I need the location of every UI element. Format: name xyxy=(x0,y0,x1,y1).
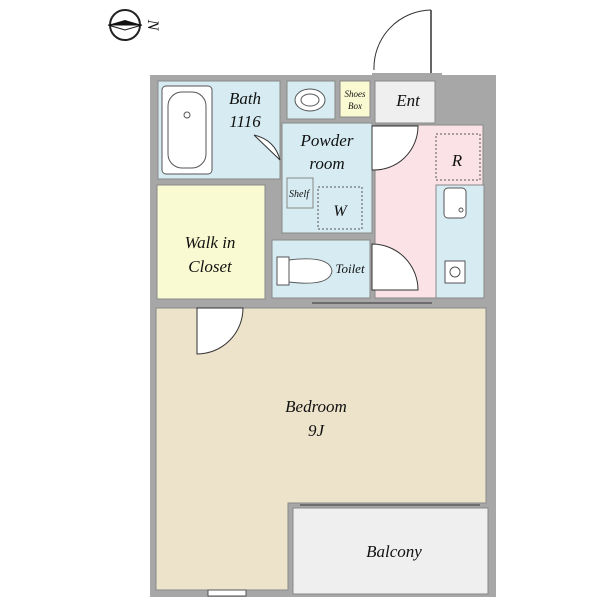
bathtub-drain xyxy=(183,111,191,119)
powder-room-door-swing xyxy=(371,125,419,171)
bath-door xyxy=(253,134,281,161)
shoes-box-label-1: Shoes xyxy=(345,89,366,99)
bathtub-inner xyxy=(167,91,207,169)
bathtub xyxy=(161,85,213,175)
entrance-door-swing xyxy=(373,9,432,71)
powder-room-door xyxy=(371,125,419,171)
washer-space xyxy=(317,186,363,230)
sink-bowl xyxy=(294,88,326,112)
bedroom xyxy=(155,307,487,591)
sink xyxy=(294,88,326,112)
compass-north-label: N xyxy=(144,19,161,32)
toilet-bowl xyxy=(288,258,333,284)
toilet-tank xyxy=(276,256,290,286)
toilet-label: Toilet xyxy=(335,261,365,276)
bedroom-size-label: 9J xyxy=(308,421,326,440)
compass: N xyxy=(107,9,161,41)
shelf-label: Shelf xyxy=(289,189,310,200)
refrigerator-label: R xyxy=(451,151,463,170)
stove-burner xyxy=(449,266,461,278)
shoes-box xyxy=(339,80,371,118)
entrance-label: Ent xyxy=(395,91,421,110)
kitchen-sink-basin xyxy=(443,187,467,219)
balcony-label: Balcony xyxy=(366,542,422,561)
bottom-window xyxy=(207,589,247,597)
balcony xyxy=(292,507,489,595)
stove xyxy=(444,260,466,284)
bath-label: Bath xyxy=(229,89,261,108)
kitchen-sink-drain xyxy=(458,207,464,213)
closet-door xyxy=(196,307,244,355)
closet-label-1: Walk in xyxy=(185,233,236,252)
walk-in-closet xyxy=(156,184,266,300)
shoes-box-label-2: Box xyxy=(348,101,362,111)
toilet-door-swing xyxy=(371,243,419,291)
compass-needle-light xyxy=(107,24,143,31)
toilet-door xyxy=(371,243,419,291)
stove-body xyxy=(444,260,466,284)
toilet-fixture xyxy=(276,256,333,286)
bath-size-label: 1116 xyxy=(229,112,261,131)
sink-basin xyxy=(300,93,320,107)
bath-door-leaf xyxy=(253,134,281,161)
bedroom-label: Bedroom xyxy=(285,397,347,416)
closet-label-2: Closet xyxy=(188,257,233,276)
compass-needle-dark xyxy=(108,20,142,25)
refrigerator-space xyxy=(435,133,481,181)
powder-room-label-1: Powder xyxy=(300,131,354,150)
powder-room-label-2: room xyxy=(309,154,344,173)
entrance-door xyxy=(373,9,432,73)
kitchen-sink xyxy=(443,187,467,219)
shelf-space xyxy=(286,177,314,209)
washer-label: W xyxy=(333,203,348,220)
entrance-area xyxy=(374,80,436,124)
closet-door-swing xyxy=(196,307,244,355)
